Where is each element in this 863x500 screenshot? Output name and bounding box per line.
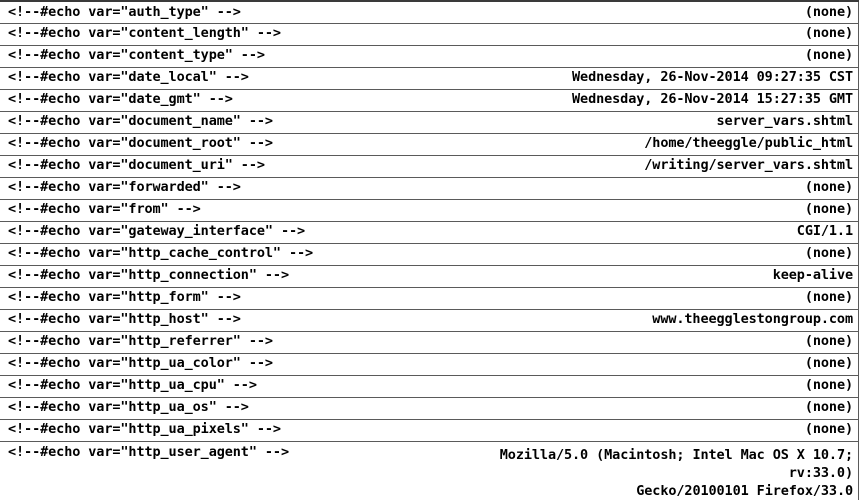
- user-agent-line-2: Gecko/20100101 Firefox/33.0: [636, 482, 853, 499]
- directive-cell: <!--#echo var="http_ua_pixels" -->: [0, 419, 438, 442]
- directive-cell: <!--#echo var="http_host" -->: [0, 309, 438, 332]
- value-cell: /home/theeggle/public_html: [438, 133, 859, 156]
- table-row: <!--#echo var="http_ua_os" --> (none): [0, 397, 859, 420]
- directive-cell: <!--#echo var="content_length" -->: [0, 23, 438, 46]
- value-cell-user-agent: Mozilla/5.0 (Macintosh; Intel Mac OS X 1…: [438, 441, 859, 500]
- directive-cell: <!--#echo var="http_ua_cpu" -->: [0, 375, 438, 398]
- directive-cell: <!--#echo var="http_cache_control" -->: [0, 243, 438, 266]
- value-cell: Wednesday, 26-Nov-2014 09:27:35 CST: [438, 67, 859, 90]
- value-cell: www.theegglestongroup.com: [438, 309, 859, 332]
- table-row: <!--#echo var="gateway_interface" --> CG…: [0, 221, 859, 244]
- table-row: <!--#echo var="date_gmt" --> Wednesday, …: [0, 89, 859, 112]
- directive-cell: <!--#echo var="date_gmt" -->: [0, 89, 438, 112]
- value-cell: (none): [438, 375, 859, 398]
- table-row: <!--#echo var="auth_type" --> (none): [0, 1, 859, 24]
- directive-cell: <!--#echo var="http_ua_color" -->: [0, 353, 438, 376]
- directive-cell: <!--#echo var="http_user_agent" -->: [8, 443, 289, 460]
- directive-cell: <!--#echo var="forwarded" -->: [0, 177, 438, 200]
- value-cell: (none): [438, 199, 859, 222]
- value-cell: (none): [438, 419, 859, 442]
- table-row: <!--#echo var="document_uri" --> /writin…: [0, 155, 859, 178]
- table-row: <!--#echo var="http_referrer" --> (none): [0, 331, 859, 354]
- table-row: <!--#echo var="http_host" --> www.theegg…: [0, 309, 859, 332]
- table-row: <!--#echo var="http_ua_pixels" --> (none…: [0, 419, 859, 442]
- value-cell: Wednesday, 26-Nov-2014 15:27:35 GMT: [438, 89, 859, 112]
- table-row: <!--#echo var="from" --> (none): [0, 199, 859, 222]
- user-agent-line-1: Mozilla/5.0 (Macintosh; Intel Mac OS X 1…: [499, 446, 853, 481]
- directive-cell: <!--#echo var="content_type" -->: [0, 45, 438, 68]
- directive-cell: <!--#echo var="http_form" -->: [0, 287, 438, 310]
- value-cell: (none): [438, 177, 859, 200]
- directive-cell: <!--#echo var="http_referrer" -->: [0, 331, 438, 354]
- directive-cell: <!--#echo var="document_uri" -->: [0, 155, 438, 178]
- directive-cell: <!--#echo var="auth_type" -->: [0, 1, 438, 24]
- directive-cell: <!--#echo var="http_ua_os" -->: [0, 397, 438, 420]
- value-cell: /writing/server_vars.shtml: [438, 155, 859, 178]
- value-cell: (none): [438, 353, 859, 376]
- table-row: <!--#echo var="content_length" --> (none…: [0, 23, 859, 46]
- table-row-user-agent: <!--#echo var="http_user_agent" --> Mozi…: [0, 441, 859, 500]
- table-row: <!--#echo var="http_ua_color" --> (none): [0, 353, 859, 376]
- directive-cell: <!--#echo var="document_name" -->: [0, 111, 438, 134]
- table-row: <!--#echo var="content_type" --> (none): [0, 45, 859, 68]
- table-row: <!--#echo var="http_connection" --> keep…: [0, 265, 859, 288]
- directive-cell: <!--#echo var="document_root" -->: [0, 133, 438, 156]
- directive-cell: <!--#echo var="date_local" -->: [0, 67, 438, 90]
- value-cell: (none): [438, 243, 859, 266]
- value-cell: keep-alive: [438, 265, 859, 288]
- value-cell: (none): [438, 23, 859, 46]
- directive-cell: <!--#echo var="gateway_interface" -->: [0, 221, 438, 244]
- value-cell: (none): [438, 397, 859, 420]
- value-cell: (none): [438, 287, 859, 310]
- value-cell: (none): [438, 1, 859, 24]
- table-row: <!--#echo var="http_cache_control" --> (…: [0, 243, 859, 266]
- value-cell: server_vars.shtml: [438, 111, 859, 134]
- directive-cell: <!--#echo var="http_connection" -->: [0, 265, 438, 288]
- directive-cell: <!--#echo var="from" -->: [0, 199, 438, 222]
- table-row: <!--#echo var="document_root" --> /home/…: [0, 133, 859, 156]
- table-row: <!--#echo var="http_form" --> (none): [0, 287, 859, 310]
- value-cell: CGI/1.1: [438, 221, 859, 244]
- value-cell: (none): [438, 45, 859, 68]
- table-row: <!--#echo var="document_name" --> server…: [0, 111, 859, 134]
- table-row: <!--#echo var="date_local" --> Wednesday…: [0, 67, 859, 90]
- value-cell: (none): [438, 331, 859, 354]
- table-row: <!--#echo var="forwarded" --> (none): [0, 177, 859, 200]
- table-row: <!--#echo var="http_ua_cpu" --> (none): [0, 375, 859, 398]
